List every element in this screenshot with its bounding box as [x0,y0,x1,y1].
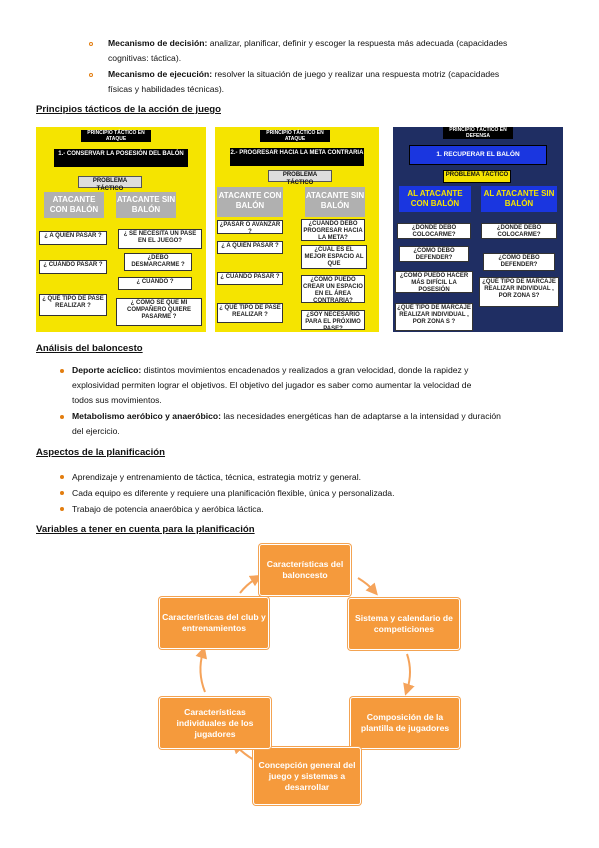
mechanism-decision-cont: cognitivas: táctica). [108,53,182,63]
right-head: AL ATACANTE SIN BALÓN [481,186,557,212]
diagram-question: ¿ CUÁNDO PASAR ? [39,260,107,274]
diagram-title: 1.- CONSERVAR LA POSESIÓN DEL BALÓN [54,149,188,167]
analisis-aciclico: Deporte acíclico: distintos movimientos … [72,365,469,375]
diagram-question: ¿CÓMO PUEDO HACER MÁS DIFÍCIL LA POSESIÓ… [395,271,473,293]
diagram-question: ¿SOY NECESARIO PARA EL PRÓXIMO PASE? [301,310,365,330]
diagram-title: 1. RECUPERAR EL BALÓN [409,145,547,165]
analisis-metabolismo: Metabolismo aeróbico y anaeróbico: las n… [72,411,501,421]
left-head: ATACANTE CON BALÓN [217,187,283,217]
diagram-question: ¿DÓNDE DEBO COLOCARME? [481,223,557,239]
diagram-question: ¿CÓMO PUEDO CREAR UN ESPACIO EN EL ÁREA … [301,275,365,303]
bullet-icon [60,415,64,419]
cycle-arrow [403,653,415,696]
aspecto-item: Trabajo de potencia anaeróbica y aeróbic… [72,504,264,514]
problem-box: PROBLEMA TÁCTICO [268,170,332,186]
diagram-question: ¿ CUÁNDO PASAR ? [217,272,283,285]
diagram-recuperar-balon: PRINCIPIO TÁCTICO EN DEFENSA 1. RECUPERA… [393,127,563,332]
problem-box: PROBLEMA TÁCTICO [443,170,511,183]
analisis-metabolismo-cont: del ejercicio. [72,426,120,436]
section-aspectos-heading: Aspectos de la planificación [36,447,166,458]
bullet-icon [60,491,64,495]
cycle-arrow [239,574,263,594]
diagram-question: ¿CÓMO DEBO DEFENDER? [483,253,555,271]
section-principios-heading: Principios tácticos de la acción de jueg… [36,104,221,115]
bullet-icon [89,42,93,46]
diagram-question: ¿ QUÉ TIPO DE PASE REALIZAR ? [39,294,107,316]
right-head: ATACANTE SIN BALÓN [305,187,365,217]
diagram-question: ¿QUÉ TIPO DE MARCAJE REALIZAR INDIVIDUAL… [395,303,473,331]
diagram-question: ¿CUÁL ES EL MEJOR ESPACIO AL QUE DESPLAZ… [301,245,367,269]
bullet-icon [60,507,64,511]
diagram-question: ¿PASAR O AVANZAR ? [217,220,283,234]
diagram-header: PRINCIPIO TÁCTICO EN ATAQUE [81,130,151,142]
diagram-conservar-posesion: PRINCIPIO TÁCTICO EN ATAQUE 1.- CONSERVA… [36,127,206,332]
right-head: ATACANTE SIN BALÓN [116,192,176,218]
cycle-node-club: Características del club y entrenamiento… [159,597,269,649]
diagram-question: ¿DÓNDE DEBO COLOCARME? [397,223,471,239]
diagram-question: ¿DEBO DESMARCARME ? [124,253,192,271]
diagram-question: ¿ CUÁNDO ? [118,277,192,290]
diagram-question: ¿ A QUIÉN PASAR ? [217,241,283,254]
diagram-question: ¿QUÉ TIPO DE MARCAJE REALIZAR INDIVIDUAL… [479,277,559,307]
cycle-node-baloncesto: Características del baloncesto [259,544,351,596]
diagram-question: ¿CUÁNDO DEBO PROGRESAR HACIA LA META? [301,219,365,241]
diagram-question: ¿ A QUIÉN PASAR ? [39,231,107,245]
cycle-node-calendario: Sistema y calendario de competiciones [348,598,460,650]
aspecto-item: Aprendizaje y entrenamiento de táctica, … [72,472,361,482]
diagram-question: ¿ CÓMO SE QUE MI COMPAÑERO QUIERE PASARM… [116,298,202,326]
diagram-header: PRINCIPIO TÁCTICO EN DEFENSA [443,127,513,139]
mechanism-execution: Mecanismo de ejecución: resolver la situ… [108,69,500,79]
diagram-progresar-meta: PRINCIPIO TÁCTICO EN ATAQUE 2.- PROGRESA… [215,127,379,332]
left-head: ATACANTE CON BALÓN [44,192,104,218]
mechanism-decision: Mecanismo de decisión: analizar, planifi… [108,38,508,48]
problem-box: PROBLEMA TÁCTICO [78,176,142,192]
section-variables-heading: Variables a tener en cuenta para la plan… [36,524,255,535]
aspecto-item: Cada equipo es diferente y requiere una … [72,488,395,498]
bullet-icon [60,475,64,479]
diagram-question: ¿ SE NECESITA UN PASE EN EL JUEGO? [118,229,202,249]
diagram-question: ¿CÓMO DEBO DEFENDER? [399,246,469,262]
left-head: AL ATACANTE CON BALÓN [399,186,471,212]
diagram-question: ¿ QUÉ TIPO DE PASE REALIZAR ? [217,303,283,323]
diagram-title: 2.- PROGRESAR HACIA LA META CONTRARIA [230,148,364,166]
cycle-arrow [357,577,378,596]
bullet-icon [89,73,93,77]
bullet-icon [60,369,64,373]
analisis-aciclico-cont: todos sus movimientos. [72,395,162,405]
section-analisis-heading: Análisis del baloncesto [36,343,143,354]
cycle-arrow [195,646,208,693]
mechanism-execution-cont: físicas y habilidades técnicas). [108,84,225,94]
cycle-node-individuales: Características individuales de los juga… [159,697,271,749]
analisis-aciclico-cont: explosividad permiten lograr el objetivo… [72,380,472,390]
diagram-header: PRINCIPIO TÁCTICO EN ATAQUE [260,130,330,142]
cycle-node-plantilla: Composición de la plantilla de jugadores [350,697,460,749]
cycle-node-concepcion: Concepción general del juego y sistemas … [253,747,361,805]
